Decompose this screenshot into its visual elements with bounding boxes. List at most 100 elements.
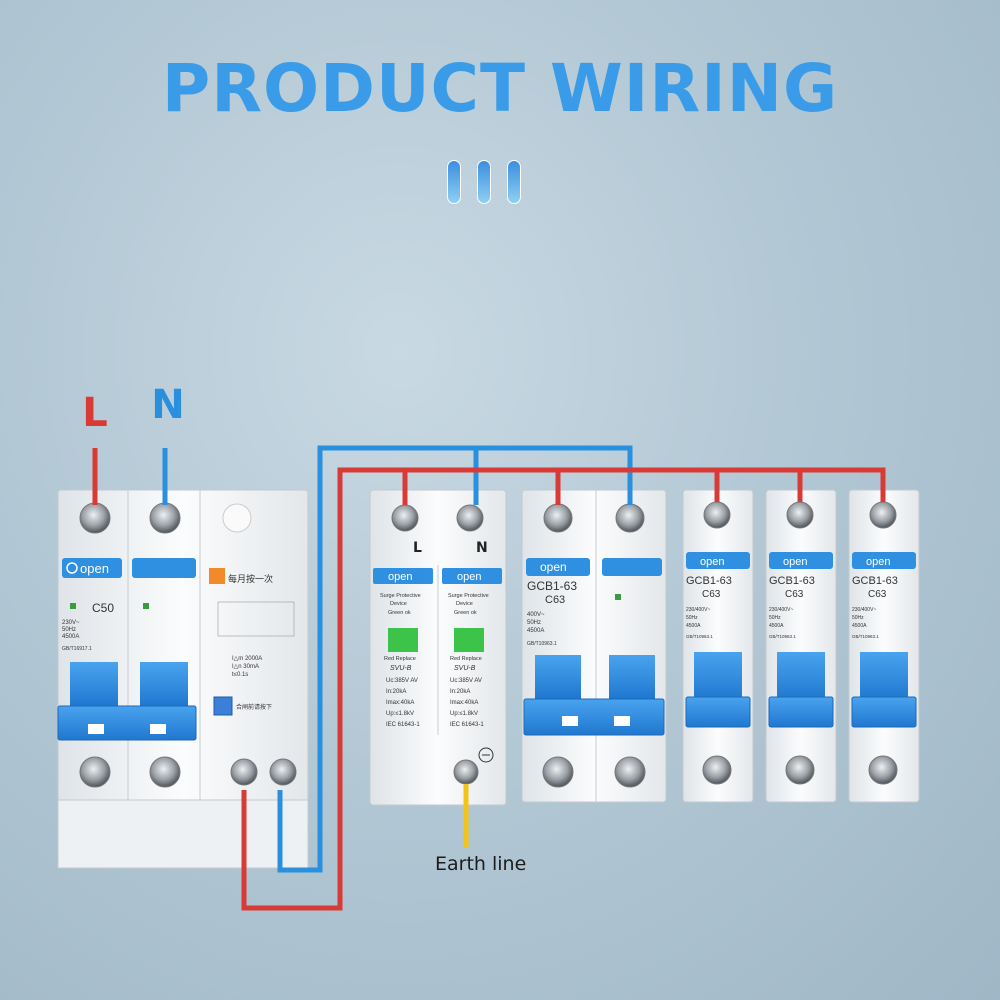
- mcb-b-spec-2: 50Hz: [769, 615, 781, 621]
- mcb-a-standard: GB/T10963.1: [686, 634, 713, 639]
- mcb-a-brand: open: [700, 556, 724, 568]
- mcb2-rating: C63: [545, 594, 565, 606]
- mcb-a-spec-3: 4500A: [686, 623, 701, 629]
- mcb-a-rating: C63: [702, 589, 721, 600]
- terminal-screw: [542, 756, 574, 788]
- spd-spec-uc: Uc:385V AV: [386, 678, 418, 684]
- spd-spec-iec-2: IEC 61643-1: [450, 722, 484, 728]
- rcbo-toggle-lever[interactable]: [57, 705, 197, 741]
- mcb-b-toggle-lever[interactable]: [768, 696, 834, 728]
- test-note: 每月按一次: [228, 573, 273, 584]
- spd-title-1b: Surge Protective: [448, 593, 489, 599]
- spd-title-1: Surge Protective: [380, 593, 421, 599]
- terminal-screw: [786, 501, 814, 529]
- red-note-1: Red Replace: [384, 656, 416, 662]
- terminal-screw: [149, 756, 181, 788]
- mcb2-model: GCB1-63: [527, 579, 577, 593]
- mcb-b-spec-1: 230/400V~: [769, 607, 793, 613]
- terminal-screw: [614, 756, 646, 788]
- terminal-screw: [785, 755, 815, 785]
- spd-spec-imax: Imax:40kA: [386, 700, 414, 706]
- mcb2-toggle-lever[interactable]: [523, 698, 665, 736]
- mcb-b-standard: GB/T10963.1: [769, 634, 796, 639]
- spd-model-1: SVU-B: [390, 665, 412, 672]
- mcb-1-pole-b: open GCB1-63 C63 230/400V~ 50Hz 4500A GB…: [765, 489, 837, 803]
- mcb-c-spec-3: 4500A: [852, 623, 867, 629]
- mcb-a-spec-1: 230/400V~: [686, 607, 710, 613]
- mcb-1-pole-c: open GCB1-63 C63 230/400V~ 50Hz 4500A GB…: [848, 489, 920, 803]
- mcb-c-standard: GB/T10963.1: [852, 634, 879, 639]
- mcb-1-pole-a: open GCB1-63 C63 230/400V~ 50Hz 4500A GB…: [682, 489, 754, 803]
- mcb-a-spec-2: 50Hz: [686, 615, 698, 621]
- rcbo-spec-2: 50Hz: [62, 627, 76, 633]
- mcb-c-model: GCB1-63: [852, 575, 898, 587]
- terminal-screw: [230, 758, 258, 786]
- reset-button[interactable]: [213, 696, 233, 716]
- pill-icon: [447, 160, 461, 204]
- terminal-screw: [615, 503, 645, 533]
- line-label: L: [82, 390, 108, 436]
- neutral-bus-wire: [277, 445, 633, 873]
- spd-title-3: Green ok: [388, 610, 411, 616]
- terminal-screw: [391, 504, 419, 532]
- trip-spec-3: t≤0.1s: [232, 672, 248, 678]
- terminal-screw: [868, 755, 898, 785]
- mcb-b-rating: C63: [785, 589, 804, 600]
- terminal-screw: [456, 504, 484, 532]
- test-button[interactable]: [209, 568, 225, 584]
- spd-spec-uc-2: Uc:385V AV: [450, 678, 482, 684]
- spd-title-2b: Device: [456, 601, 473, 607]
- status-window: [454, 628, 484, 652]
- red-note-2: Red Replace: [450, 656, 482, 662]
- mcb-c-brand: open: [866, 556, 890, 568]
- rcbo-standard: GB/T16917.1: [62, 646, 92, 652]
- trip-spec-2: I△n 30mA: [232, 664, 259, 670]
- pill-icon: [477, 160, 491, 204]
- spd-spec-up: Up:≤1.8kV: [386, 711, 414, 717]
- spd-spec-iec: IEC 61643-1: [386, 722, 420, 728]
- spd-title-3b: Green ok: [454, 610, 477, 616]
- mcb2-standard: GB/T10963.1: [527, 641, 557, 647]
- spd-spec-up-2: Up:≤1.8kV: [450, 711, 478, 717]
- terminal-screw: [79, 756, 111, 788]
- status-window: [388, 628, 418, 652]
- mcb2-spec-3: 4500A: [527, 628, 544, 634]
- spd-brand-1: open: [388, 571, 412, 583]
- mcb-c-toggle-lever[interactable]: [851, 696, 917, 728]
- mcb2-spec-1: 400V~: [527, 612, 545, 618]
- decorative-pills: [447, 160, 527, 204]
- page-title: PRODUCT WIRING: [161, 50, 839, 127]
- mcb2-spec-2: 50Hz: [527, 620, 541, 626]
- mcb-b-model: GCB1-63: [769, 575, 815, 587]
- mcb-b-brand: open: [783, 556, 807, 568]
- earth-line-label: Earth line: [435, 853, 526, 875]
- terminal-screw: [703, 501, 731, 529]
- rcbo-spec-3: 4500A: [62, 634, 79, 640]
- spd-spec-imax-2: Imax:40kA: [450, 700, 478, 706]
- rcbo-breaker: open C50 230V~ 50Hz 4500A GB/T16917.1 每月…: [57, 489, 309, 869]
- mcb-c-spec-2: 50Hz: [852, 615, 864, 621]
- mcb-a-toggle-lever[interactable]: [685, 696, 751, 728]
- mcb-c-rating: C63: [868, 589, 887, 600]
- live-bus-wire: [241, 467, 886, 911]
- rcbo-rating: C50: [92, 601, 114, 615]
- spd-brand-2: open: [457, 571, 481, 583]
- spd-spec-in: In:20kA: [386, 689, 406, 695]
- terminal-screw: [702, 755, 732, 785]
- trip-spec-1: I△m 2000A: [232, 656, 262, 662]
- mcb-b-spec-3: 4500A: [769, 623, 784, 629]
- spd-spec-in-2: In:20kA: [450, 689, 470, 695]
- spd-terminal-l: L: [413, 540, 422, 556]
- pill-icon: [507, 160, 521, 204]
- terminal-screw: [269, 758, 297, 786]
- terminal-screw: [869, 501, 897, 529]
- neutral-label: N: [151, 382, 184, 428]
- mcb2-brand: open: [540, 560, 567, 574]
- earth-symbol-icon: [478, 747, 494, 763]
- surge-protective-device: L N open open Surge Protective Device Gr…: [369, 489, 507, 806]
- brand-label: open: [80, 561, 109, 576]
- terminal-screw: [453, 759, 479, 785]
- reset-note: 合闸前请按下: [236, 703, 272, 711]
- terminal-screw: [79, 502, 111, 534]
